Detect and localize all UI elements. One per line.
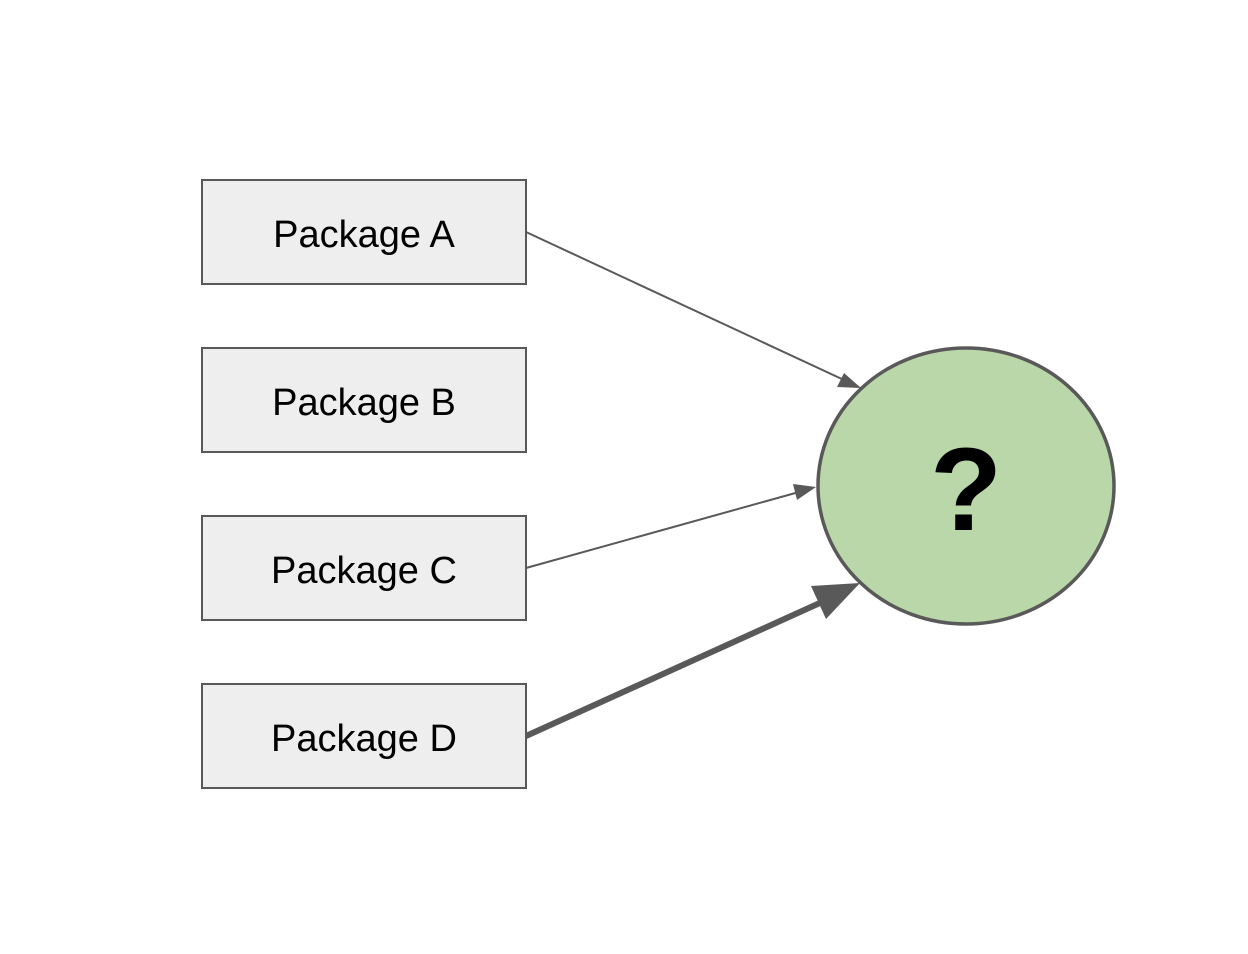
edge-package-d-to-target bbox=[524, 599, 824, 739]
package-d-node: Package D bbox=[201, 683, 527, 789]
package-c-node: Package C bbox=[201, 515, 527, 621]
edge-package-c-arrowhead bbox=[793, 484, 816, 500]
target-node: ? bbox=[816, 346, 1116, 626]
edge-package-d-arrowhead bbox=[811, 583, 860, 619]
target-question-mark: ? bbox=[930, 424, 1002, 556]
package-d-box bbox=[201, 683, 527, 789]
package-b-node: Package B bbox=[201, 347, 527, 453]
package-a-node: Package A bbox=[201, 179, 527, 285]
target-circle bbox=[816, 346, 1116, 626]
package-b-box bbox=[201, 347, 527, 453]
edge-package-a-arrowhead bbox=[837, 373, 861, 388]
package-d-label: Package D bbox=[271, 718, 457, 760]
edge-package-a-to-target bbox=[525, 231, 845, 381]
package-a-label: Package A bbox=[273, 214, 455, 256]
package-a-box bbox=[201, 179, 527, 285]
edges bbox=[524, 231, 861, 739]
package-b-label: Package B bbox=[272, 382, 456, 424]
package-c-label: Package C bbox=[271, 550, 457, 592]
edge-package-c-to-target bbox=[525, 491, 800, 569]
package-c-box bbox=[201, 515, 527, 621]
